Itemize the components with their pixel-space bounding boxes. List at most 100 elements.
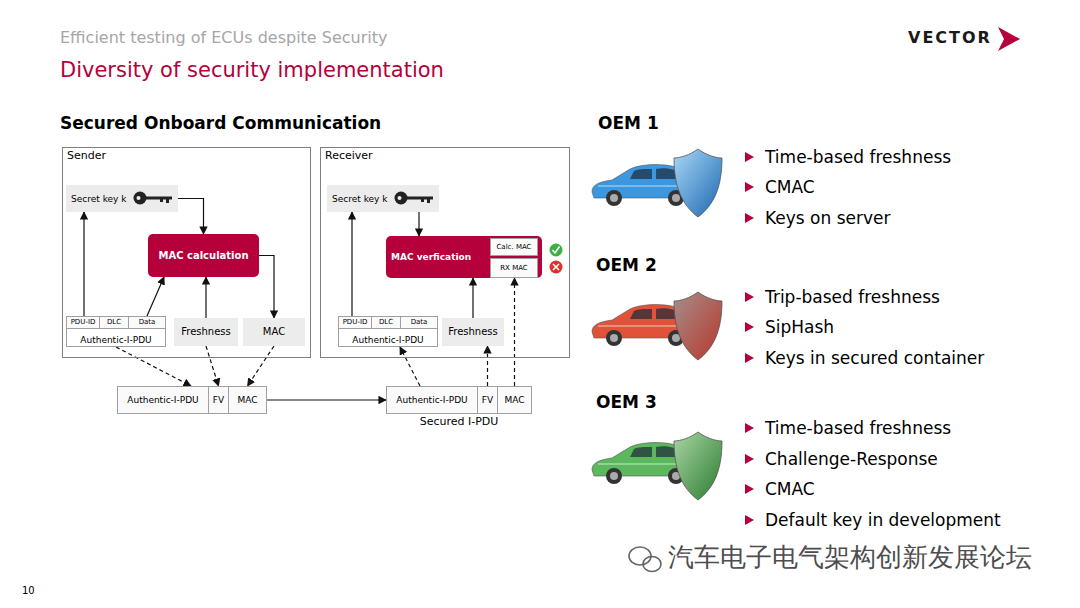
sender-box: Secret key k MAC calculationPDU-IDDLC Data…	[62, 147, 311, 358]
connector-arrow	[472, 278, 473, 318]
node-text: Sender	[67, 150, 106, 163]
pdu-field: DLC	[99, 316, 129, 329]
connector-arrow	[147, 277, 164, 316]
cross-icon	[550, 261, 563, 274]
secured-pdu-field: MAC	[497, 386, 532, 414]
shield-icon	[674, 432, 722, 500]
check-mark	[553, 247, 560, 254]
logo-text: VECTOR	[908, 28, 992, 47]
pdu-field: DLC	[371, 316, 401, 329]
logo-chevron	[998, 27, 1020, 51]
node-text: Authentic-I-PDU	[396, 395, 467, 405]
key-bow	[395, 192, 408, 205]
node-text: MAC	[263, 326, 285, 338]
connector-arrow	[259, 256, 274, 319]
dashed-connector	[400, 347, 420, 386]
node-text: DLC	[379, 318, 393, 326]
watermark-bubble	[629, 547, 651, 565]
key-hole	[137, 196, 141, 200]
pdu-field: PDU-ID	[66, 316, 100, 329]
watermark: 汽车电子电气架构创新发展论坛	[668, 542, 1032, 573]
key-icon	[393, 188, 435, 208]
pdu-field: PDU-ID	[338, 316, 372, 329]
node-text: Data	[411, 318, 428, 326]
oem-heading: OEM 2	[596, 255, 657, 275]
mac-box: MAC	[243, 318, 305, 346]
node-text: PDU-ID	[71, 318, 96, 326]
feature-item: Trip-based freshness	[765, 287, 940, 307]
dashed-connector	[206, 346, 219, 386]
node-text: Receiver	[325, 150, 373, 163]
secured-pdu-field: Authentic-I-PDU	[117, 386, 209, 414]
key-shaft	[407, 197, 433, 204]
oem-heading: OEM 3	[596, 392, 657, 412]
shield-icon	[674, 149, 722, 217]
page-number: 10	[22, 585, 35, 597]
cross-mark	[553, 264, 559, 270]
connector-arrow	[418, 212, 419, 236]
key-box: Secret key k	[327, 185, 439, 212]
freshness-box: Freshness	[442, 318, 504, 346]
secured-pdu-field: Authentic-I-PDU	[386, 386, 478, 414]
check-icon	[550, 244, 563, 257]
node-text: Data	[139, 318, 156, 326]
mac-field: Calc. MAC	[490, 238, 538, 256]
key-hole	[398, 196, 402, 200]
node-text: MAC verfication	[391, 252, 471, 262]
secured-pdu-field: FV	[477, 386, 498, 414]
mac-verification-box: Calc. MAC RX MAC MAC verfication	[386, 236, 542, 278]
dashed-connector	[116, 347, 191, 386]
key-shaft	[146, 197, 172, 204]
pdu-group: PDU-IDDLCDataAuthentic-I-PDU	[338, 316, 438, 347]
feature-item: CMAC	[765, 479, 815, 499]
header-text: Efficient testing of ECUs despite Securi…	[60, 28, 387, 47]
watermark-icon	[629, 547, 661, 572]
connector-arrow	[83, 212, 84, 316]
bullet	[745, 454, 754, 464]
bullet	[745, 353, 754, 363]
receiver-box: Secret key k Calc. MAC RX MAC MAC verficati…	[320, 147, 570, 358]
node-text: Authentic-I-PDU	[67, 335, 165, 345]
bullet	[745, 152, 754, 162]
oem-heading: OEM 1	[598, 113, 659, 133]
secured-pdu-field: FV	[208, 386, 229, 414]
node-text: Freshness	[181, 326, 231, 338]
secured-pdu-field: MAC	[228, 386, 267, 414]
bullet	[745, 182, 754, 192]
node-text: Secret key k	[332, 193, 387, 203]
dashed-connector	[514, 278, 515, 386]
frame-caption: Secured I-PDU	[420, 415, 499, 428]
node-text: Freshness	[448, 326, 498, 338]
section-heading: Secured Onboard Communication	[60, 113, 381, 133]
key-icon	[132, 188, 174, 208]
connector-arrow	[351, 212, 352, 316]
watermark-bubble	[643, 557, 661, 572]
bullet	[745, 213, 754, 223]
node-text: MAC	[504, 395, 524, 405]
node-text: FV	[482, 395, 493, 405]
bullet	[745, 423, 754, 433]
bullet	[745, 484, 754, 494]
node-text: PDU-ID	[343, 318, 368, 326]
freshness-box: Freshness	[174, 318, 238, 346]
node-text: Authentic-I-PDU	[127, 395, 198, 405]
node-text: MAC	[237, 395, 257, 405]
connector-arrow	[205, 277, 206, 318]
connector-arrow	[178, 199, 204, 235]
dashed-connector	[487, 346, 488, 386]
mac-calculation-box: MAC calculation	[148, 234, 259, 277]
feature-item: Default key in development	[765, 510, 1001, 530]
feature-item: CMAC	[765, 177, 815, 197]
node-text: MAC calculation	[158, 250, 248, 262]
node-text: Calc. MAC	[496, 243, 531, 251]
slide-title: Diversity of security implementation	[60, 58, 444, 83]
node-text: Secret key k	[71, 193, 126, 203]
bullet	[745, 292, 754, 302]
node-text: RX MAC	[500, 264, 527, 272]
feature-item: Challenge-Response	[765, 449, 938, 469]
key-bow	[134, 192, 147, 205]
bullet	[745, 515, 754, 525]
dashed-connector	[248, 346, 275, 386]
feature-item: SipHash	[765, 317, 834, 337]
